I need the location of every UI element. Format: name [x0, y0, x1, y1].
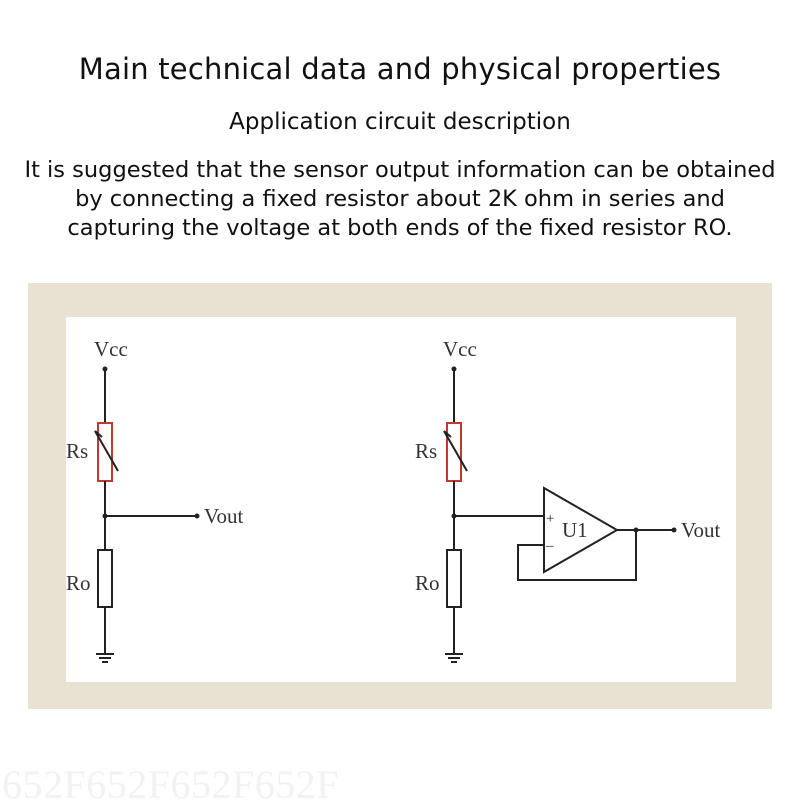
watermark: 652F652F652F652F	[2, 762, 339, 807]
right-vcc-label: Vcc	[443, 337, 477, 361]
opamp-minus-label: _	[545, 533, 554, 549]
opamp-triangle	[543, 486, 620, 574]
left-sensor-resistor	[97, 422, 113, 482]
right-output-terminal	[671, 527, 677, 533]
left-circuit: Vcc Rs Vout Ro	[66, 337, 243, 663]
right-ro-label: Ro	[415, 571, 440, 595]
section-subtitle: Application circuit description	[229, 109, 571, 135]
left-vcc-label: Vcc	[94, 337, 128, 361]
opamp-feedback-loop	[517, 530, 637, 581]
opamp-u1-label: U1	[562, 518, 588, 542]
left-variable-slash	[94, 430, 119, 472]
left-variable-hook	[94, 430, 103, 438]
opamp-plus-label: +	[546, 511, 554, 527]
right-ground-icon	[445, 653, 463, 663]
page-title: Main technical data and physical propert…	[78, 52, 722, 86]
right-variable-hook	[443, 430, 452, 438]
right-circuit: Vcc Rs Ro + _ U1 Vout	[415, 337, 720, 663]
description-text: It is suggested that the sensor output i…	[24, 157, 776, 241]
left-fixed-resistor	[97, 549, 113, 608]
circuit-panel	[66, 317, 736, 682]
left-rs-label: Rs	[66, 439, 88, 463]
right-sensor-resistor	[446, 422, 462, 482]
left-ro-label: Ro	[66, 571, 91, 595]
right-variable-slash	[443, 430, 468, 472]
right-vout-label: Vout	[681, 518, 720, 542]
right-rs-label: Rs	[415, 439, 437, 463]
right-fixed-resistor	[446, 549, 462, 608]
left-ground-icon	[96, 653, 114, 663]
left-vout-label: Vout	[204, 504, 243, 528]
left-output-terminal	[194, 513, 200, 519]
